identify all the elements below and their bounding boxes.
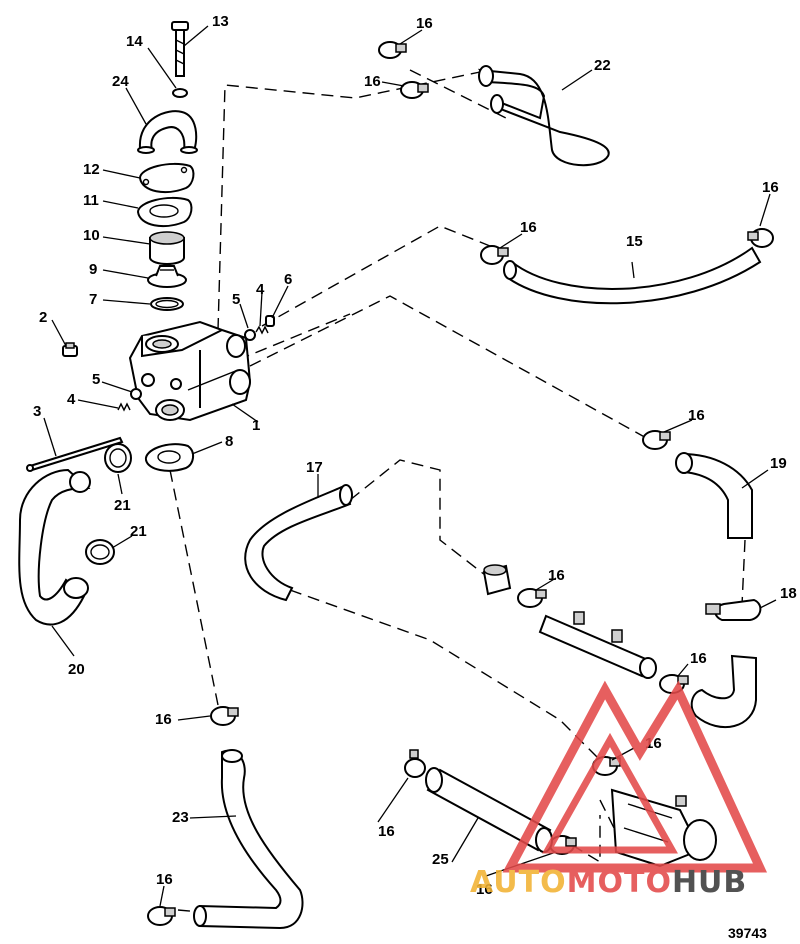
callout-16-pipe: 16: [548, 567, 565, 584]
callout-7: 7: [89, 291, 97, 308]
bolt-13: [171, 21, 189, 77]
clamp-21-upper: [104, 443, 132, 473]
ball-5-right: [244, 329, 256, 341]
hose-19: [675, 452, 753, 539]
callout-16-elbow: 16: [690, 650, 707, 667]
callout-15: 15: [626, 233, 643, 250]
spring-4-left: [117, 402, 131, 412]
callout-16-hose19: 16: [688, 407, 705, 424]
callout-16-hose25-right: 16: [476, 881, 493, 898]
clamp-16-hose19: [642, 430, 671, 450]
callout-16-hose25-left: 16: [378, 823, 395, 840]
thermostat-housing-1: [128, 320, 252, 422]
hose-22: [477, 65, 610, 167]
seal-7: [150, 297, 184, 311]
clamp-16-hose25-left: [404, 749, 426, 778]
callout-16-hose23-bottom: 16: [156, 871, 173, 888]
callout-9: 9: [89, 261, 97, 278]
callout-16-hose15-left: 16: [520, 219, 537, 236]
spring-4-right: [255, 325, 269, 335]
callout-2: 2: [39, 309, 47, 326]
watermark-text-moto: MOTO: [567, 865, 672, 900]
watermark-text: AUTOMOTOHUB: [470, 865, 747, 900]
callout-21-lower: 21: [130, 523, 147, 540]
callout-25: 25: [432, 851, 449, 868]
callout-5-right: 5: [232, 291, 240, 308]
callout-12: 12: [83, 161, 100, 178]
clamp-16-hose23-top: [210, 706, 239, 726]
clamp-18: [705, 598, 762, 621]
gasket-8: [145, 443, 194, 472]
plug-2: [62, 342, 78, 357]
pump-housing: [610, 788, 717, 868]
callout-4-left: 4: [67, 391, 76, 408]
callout-10: 10: [83, 227, 100, 244]
callout-24: 24: [112, 73, 129, 90]
watermark-triangle-icon: [502, 680, 768, 873]
callout-13: 13: [212, 13, 229, 30]
callout-16-hose15-right: 16: [762, 179, 779, 196]
clamp-16-top-1: [378, 41, 407, 59]
callout-16-top-2: 16: [364, 73, 381, 90]
pipe-assembly: [538, 611, 657, 679]
callout-4-right: 4: [256, 281, 265, 298]
callout-22: 22: [594, 57, 611, 74]
clamp-21-lower: [85, 539, 115, 565]
callout-3: 3: [33, 403, 41, 420]
watermark-text-auto: AUTO: [470, 865, 567, 900]
clamp-16-pipe: [517, 588, 547, 608]
gasket-11: [136, 196, 193, 228]
watermark-inner-triangle-icon: [542, 732, 678, 854]
clamp-16-hose15-left: [480, 245, 509, 265]
washer-14: [172, 88, 188, 98]
callout-23: 23: [172, 809, 189, 826]
clamp-16-hose15-right: [747, 228, 774, 248]
callout-11: 11: [83, 192, 99, 209]
figure-number: 39743: [728, 925, 767, 941]
callout-18: 18: [780, 585, 797, 602]
callout-19: 19: [770, 455, 787, 472]
callout-8: 8: [225, 433, 233, 450]
screw-6: [265, 315, 275, 327]
callout-6: 6: [284, 271, 292, 288]
cover-12: [138, 162, 195, 194]
callout-1: 1: [252, 417, 260, 434]
bracket-24: [137, 110, 198, 154]
callout-16-hose23-top: 16: [155, 711, 172, 728]
hose-elbow-lower-right: [690, 654, 757, 729]
callout-17: 17: [306, 459, 323, 476]
callout-labels: 1 2 3 4 4 5 5 6 7 8 9 10 11 12 13 14 15 …: [33, 13, 797, 898]
hose-17: [244, 484, 353, 602]
thermostat-9: [147, 265, 187, 288]
ball-5-left: [130, 388, 142, 400]
callout-14: 14: [126, 33, 143, 50]
callout-20: 20: [68, 661, 85, 678]
hose-15: [503, 246, 762, 305]
hose-20: [18, 468, 91, 626]
clamp-16-top-2: [400, 81, 429, 99]
watermark-text-hub: HUB: [672, 865, 747, 900]
sleeve-10: [149, 231, 185, 265]
callout-21-upper: 21: [114, 497, 131, 514]
callout-16-top-1: 16: [416, 15, 433, 32]
clamp-16-hose23-bottom: [147, 906, 176, 926]
rod-3: [26, 436, 124, 472]
fitting-small: [482, 564, 512, 596]
watermark-logo: AUTOMOTOHUB: [470, 680, 768, 900]
callout-5-left: 5: [92, 371, 100, 388]
hose-25: [425, 767, 553, 853]
hose-23: [193, 749, 304, 930]
